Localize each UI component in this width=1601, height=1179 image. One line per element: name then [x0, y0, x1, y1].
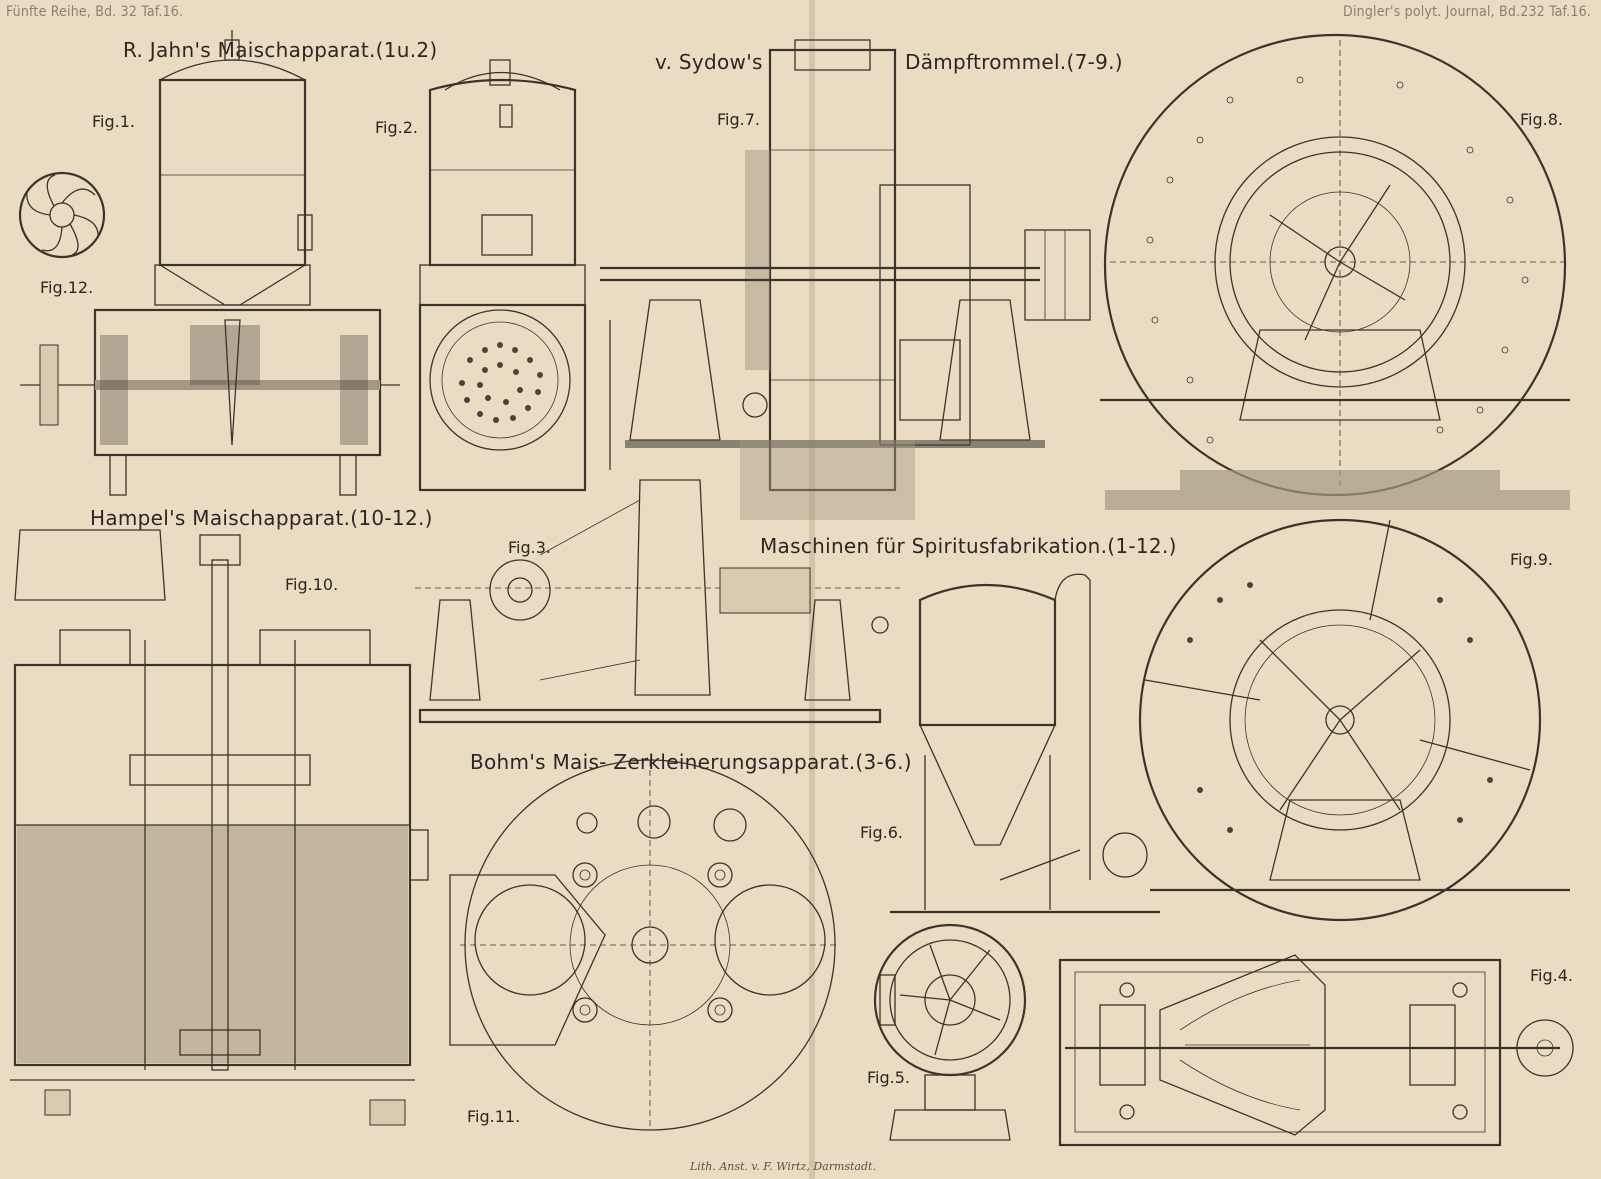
fig3-drawing — [415, 479, 900, 724]
fig1-label: Fig.1. — [92, 112, 135, 131]
fig9-label: Fig.9. — [1510, 550, 1553, 569]
fig7-label: Fig.7. — [717, 110, 760, 129]
fig1-drawing — [20, 30, 400, 496]
fig5-label: Fig.5. — [867, 1068, 910, 1087]
fig12-label: Fig.12. — [40, 278, 94, 297]
fig5-drawing — [873, 923, 1027, 1141]
fig2-drawing — [418, 59, 611, 492]
fig3-label: Fig.3. — [508, 538, 551, 557]
fig9-holes — [1187, 582, 1493, 833]
fig11-bolts — [572, 862, 733, 1023]
fig10-label: Fig.10. — [285, 575, 339, 594]
fig9-drawing — [1138, 518, 1570, 922]
fig11-label: Fig.11. — [467, 1107, 521, 1126]
fig8-label: Fig.8. — [1520, 110, 1563, 129]
fig12-drawing — [18, 171, 106, 259]
fig10-drawing — [10, 529, 429, 1126]
fig4-label: Fig.4. — [1530, 966, 1573, 985]
title-sydow-drum: Dämpftrommel.(7-9.) — [905, 50, 1123, 74]
fig6-drawing — [890, 573, 1160, 914]
header-left: Fünfte Reihe, Bd. 32 Taf.16. — [6, 4, 184, 20]
title-jahn: R. Jahn's Maischapparat.(1u.2) — [123, 38, 438, 62]
title-maschinen: Maschinen für Spiritusfabrikation.(1-12.… — [760, 534, 1177, 558]
fig8-holes — [1146, 76, 1529, 444]
title-hampel: Hampel's Maischapparat.(10-12.) — [90, 506, 433, 530]
header-right: Dingler's polyt. Journal, Bd.232 Taf.16. — [1343, 4, 1591, 20]
fig7-drawing — [600, 39, 1091, 520]
title-bohm: Bohm's Mais- Zerkleinerungsapparat.(3-6.… — [470, 750, 912, 774]
title-sydow-name: v. Sydow's — [655, 50, 763, 74]
fig4-drawing — [1058, 954, 1574, 1147]
lithographer-imprint: Lith. Anst. v. F. Wirtz, Darmstadt. — [690, 1160, 876, 1173]
fig11-drawing — [449, 759, 840, 1131]
fig6-label: Fig.6. — [860, 823, 903, 842]
fig2-sieve-holes — [459, 342, 543, 423]
fig8-drawing — [1100, 33, 1570, 510]
fig2-label: Fig.2. — [375, 118, 418, 137]
